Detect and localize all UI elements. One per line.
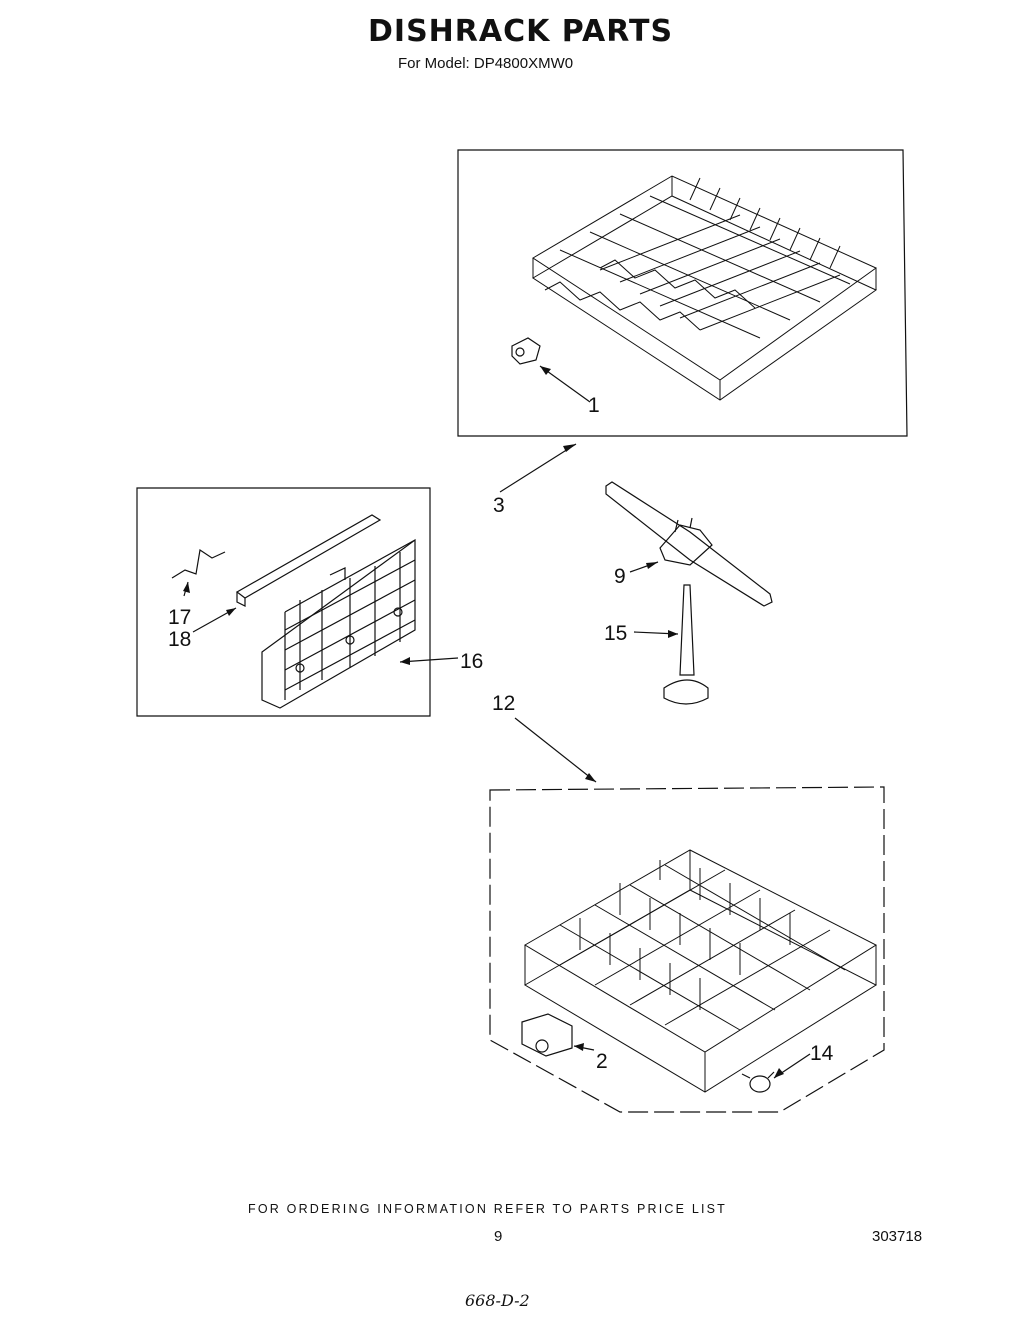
arrowheads bbox=[183, 366, 784, 1078]
lower-rack-panel bbox=[489, 786, 885, 1113]
handle-bar-part-18 bbox=[235, 514, 382, 607]
callout-3: 3 bbox=[493, 494, 505, 517]
page-number: 9 bbox=[494, 1228, 503, 1245]
spray-tube-part-15 bbox=[663, 584, 709, 705]
callout-9: 9 bbox=[614, 565, 626, 588]
callout-16: 16 bbox=[460, 650, 483, 673]
document-number: 303718 bbox=[872, 1228, 923, 1245]
callout-14: 14 bbox=[810, 1042, 834, 1065]
leader-3 bbox=[499, 443, 577, 493]
ordering-information-note: FOR ORDERING INFORMATION REFER TO PARTS … bbox=[248, 1202, 728, 1216]
handwritten-note: 668-D-2 bbox=[465, 1291, 530, 1310]
end-cap-part-14 bbox=[741, 1071, 775, 1093]
leader-12 bbox=[514, 717, 597, 783]
basket-part-16 bbox=[261, 538, 416, 709]
callout-18: 18 bbox=[168, 628, 191, 651]
page-title: DISHRACK PARTS bbox=[368, 14, 674, 49]
upper-rack-panel bbox=[457, 149, 908, 437]
model-subtitle: For Model: DP4800XMW0 bbox=[398, 55, 574, 72]
spray-arm-part-9 bbox=[605, 481, 773, 607]
callout-17: 17 bbox=[168, 606, 191, 629]
rack-roller-part-1 bbox=[511, 337, 541, 365]
lower-rack-illustration bbox=[524, 849, 878, 1093]
callout-15: 15 bbox=[604, 622, 627, 645]
silverware-basket-panel bbox=[136, 487, 431, 717]
callout-2: 2 bbox=[596, 1050, 608, 1073]
leader-lines bbox=[183, 365, 811, 1079]
spray-arm-assembly bbox=[605, 481, 773, 705]
wheel-part-2 bbox=[521, 1013, 573, 1057]
callout-labels: 1 3 9 15 17 18 16 12 2 14 bbox=[168, 394, 834, 1073]
callout-12: 12 bbox=[492, 692, 515, 715]
upper-rack-illustration bbox=[532, 175, 877, 401]
callout-1: 1 bbox=[588, 394, 600, 417]
clip-part-17 bbox=[171, 548, 226, 579]
